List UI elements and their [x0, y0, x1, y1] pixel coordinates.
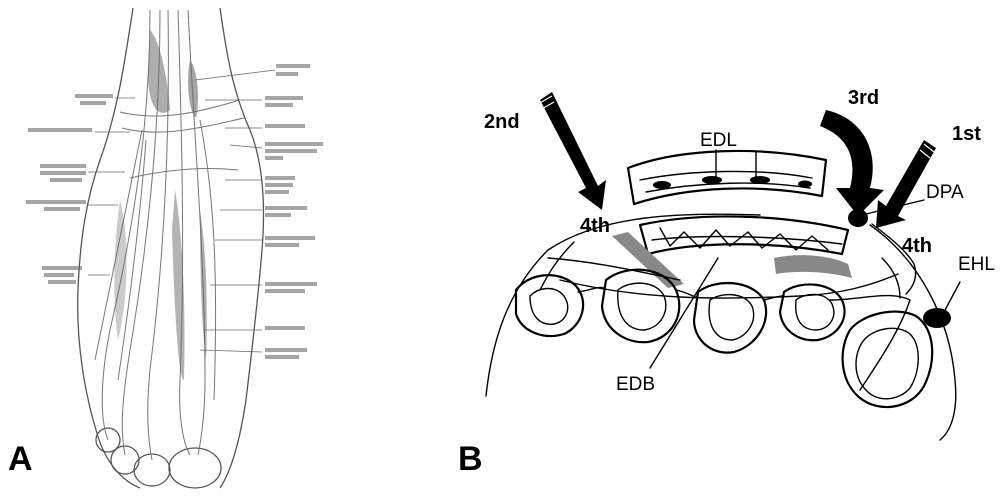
panel-a-foot-illustration [26, 8, 323, 488]
panel-b-letter: B [458, 440, 483, 478]
metatarsal-2 [780, 284, 845, 340]
arrow-2nd [538, 92, 606, 210]
fascia-left [612, 232, 684, 288]
ehl-tendon-dot [923, 308, 951, 328]
edb-muscle-band [640, 216, 848, 254]
label-ehl: EHL [958, 254, 995, 275]
label-2nd: 2nd [484, 111, 520, 133]
metatarsal-5 [516, 275, 583, 336]
label-edl: EDL [700, 130, 737, 151]
label-4th-right: 4th [902, 235, 932, 257]
label-dpa: DPA [926, 182, 964, 203]
arrow-3rd [820, 110, 884, 216]
panel-a-letter: A [8, 440, 33, 478]
edl-tendon-band [628, 150, 826, 204]
deep-layer-right [830, 296, 910, 390]
metatarsal-3 [694, 283, 766, 353]
fascia-right [774, 255, 852, 278]
metatarsal-4 [602, 270, 679, 343]
metatarsal-1 [843, 312, 933, 407]
label-3rd: 3rd [848, 87, 879, 109]
label-edb: EDB [616, 374, 655, 395]
label-4th-left: 4th [580, 215, 610, 237]
label-1st: 1st [952, 123, 981, 145]
